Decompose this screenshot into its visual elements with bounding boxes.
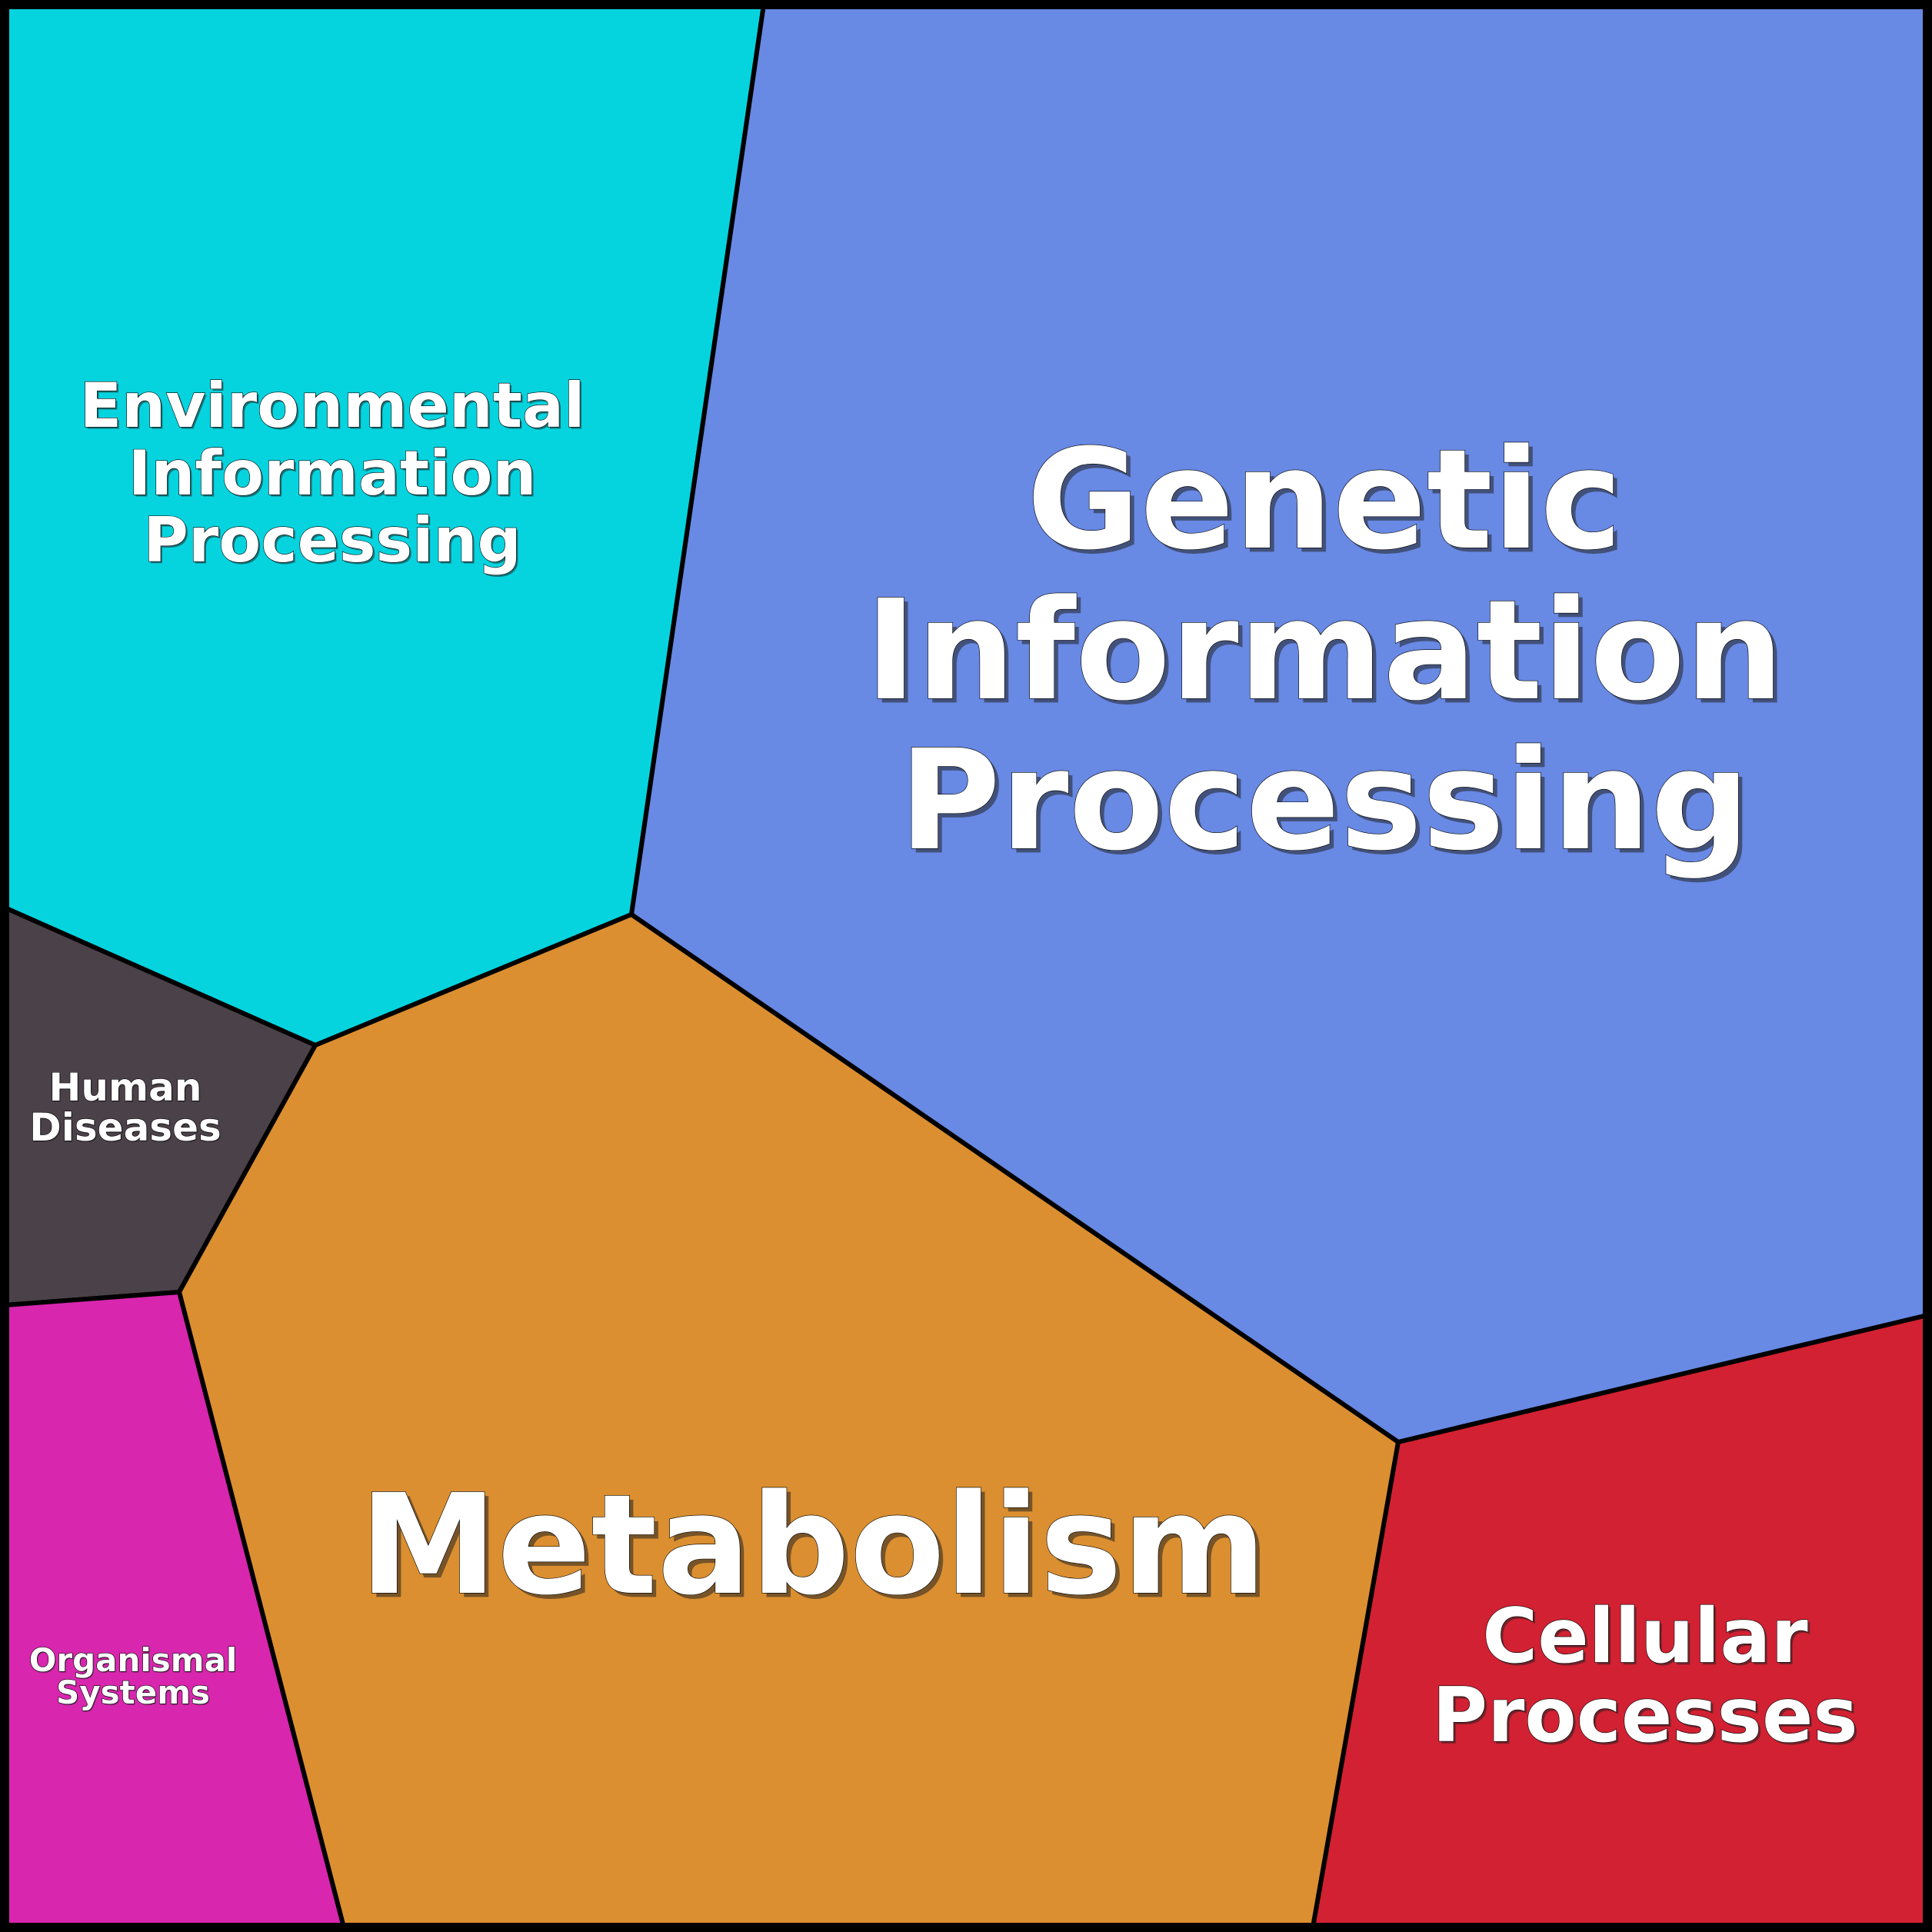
label-shadow: Processes [1434, 1674, 1860, 1762]
label-shadow: Processing [145, 506, 524, 578]
label-shadow: Systems [57, 1674, 211, 1712]
label-line: Human [49, 1065, 202, 1110]
label-line: Environmental [80, 370, 585, 441]
label-line: Information [128, 438, 537, 509]
label-shadow: Metabolism [364, 1469, 1271, 1630]
label-shadow: Cellular [1484, 1595, 1810, 1683]
label-shadow: Human [50, 1067, 203, 1111]
label-shadow: Information [130, 439, 538, 511]
label-line: Processes [1432, 1672, 1858, 1760]
label-shadow: Information [869, 575, 1787, 735]
label-shadow: Organismal [30, 1642, 238, 1680]
labels-layer: EnvironmentalEnvironmentalInformationInf… [28, 369, 1860, 1762]
label-genetic: GeneticGeneticInformationInformationProc… [864, 419, 1787, 885]
label-shadow: Environmental [82, 371, 587, 443]
label-line: Metabolism [359, 1465, 1266, 1626]
label-environmental: EnvironmentalEnvironmentalInformationInf… [79, 369, 587, 578]
label-line: Genetic [1027, 420, 1623, 581]
label-line: Organismal [29, 1641, 238, 1679]
label-line: Diseases [29, 1105, 222, 1150]
label-shadow: Diseases [31, 1107, 223, 1151]
label-line: Information [865, 571, 1784, 731]
label-shadow: Processing [903, 724, 1754, 885]
label-line: Processing [899, 721, 1750, 881]
label-line: Processing [143, 505, 521, 576]
label-line: Cellular [1482, 1593, 1808, 1681]
label-line: Systems [56, 1674, 210, 1711]
label-shadow: Genetic [1031, 424, 1627, 585]
